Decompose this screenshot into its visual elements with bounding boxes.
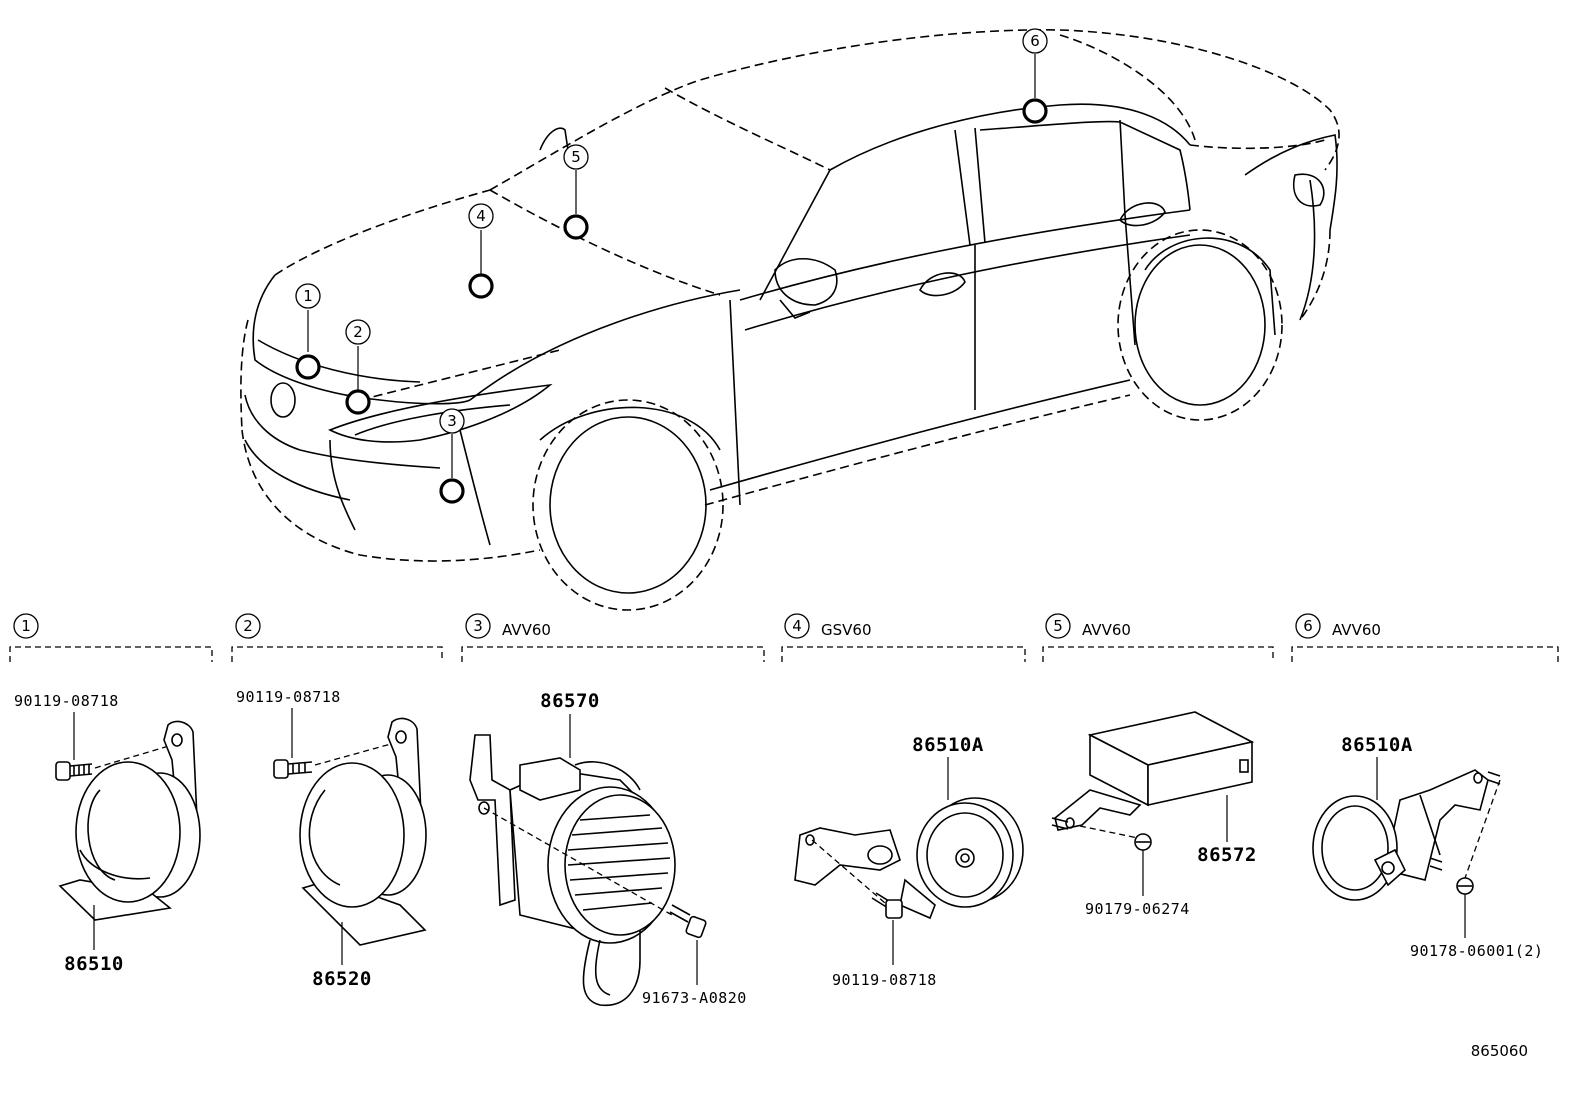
s5-nut-part-number: 90179-06274 — [1085, 900, 1190, 918]
section-5-module-assembly: 90179-06274 86572 — [1051, 711, 1257, 918]
location-ring-2 — [345, 389, 371, 415]
callout-3-label: 3 — [447, 412, 457, 430]
section-6-model: AVV60 — [1332, 621, 1381, 639]
section-4-horn-assembly: 86510A 90119-08718 — [794, 734, 1024, 989]
s5-module-part-number: 86572 — [1197, 844, 1257, 866]
s5-nut-icon — [1134, 833, 1152, 851]
callout-4-label: 4 — [476, 207, 486, 225]
section-4-badge — [784, 613, 810, 639]
s4-horn-part-number: 86510A — [912, 734, 984, 756]
location-ring-4 — [468, 273, 494, 299]
diagram-code: 865060 — [1471, 1042, 1528, 1060]
section-2-badge — [235, 613, 261, 639]
car-outline — [240, 29, 1340, 611]
section-3-unit-assembly: 86570 91673-A0820 — [469, 690, 747, 1007]
s1-bolt-icon — [55, 761, 93, 781]
section-3-badge — [465, 613, 491, 639]
callout-1 — [295, 283, 321, 309]
section-6-number: 6 — [1303, 617, 1313, 635]
section-1-horn-assembly: 90119-08718 86510 — [14, 692, 201, 975]
s3-unit-part-number: 86570 — [540, 690, 600, 712]
s2-horn-part-number: 86520 — [312, 968, 372, 990]
callout-5 — [563, 144, 589, 170]
location-ring-5 — [563, 214, 589, 240]
section-3-model: AVV60 — [502, 621, 551, 639]
section-5-badge — [1045, 613, 1071, 639]
s2-bolt-part-number: 90119-08718 — [236, 688, 341, 706]
s6-nut-icon — [1456, 877, 1474, 895]
s6-nut-part-number: 90178-06001(2) — [1410, 942, 1543, 960]
section-2-number: 2 — [243, 617, 253, 635]
s3-bolt-part-number: 91673-A0820 — [642, 989, 747, 1007]
s6-horn-part-number: 86510A — [1341, 734, 1413, 756]
callout-3 — [439, 408, 465, 434]
s1-horn-part-number: 86510 — [64, 953, 124, 975]
section-headers: 1 2 3 AVV60 4 GSV60 5 AVV60 6 AVV60 — [9, 613, 1559, 662]
callout-6-label: 6 — [1030, 32, 1040, 50]
section-1-badge — [13, 613, 39, 639]
callout-4 — [468, 203, 494, 229]
s4-bolt-icon — [871, 892, 903, 919]
section-1-number: 1 — [21, 617, 31, 635]
location-ring-6 — [1022, 98, 1048, 124]
section-4-model: GSV60 — [821, 621, 872, 639]
section-4-number: 4 — [792, 617, 802, 635]
s2-bolt-icon — [273, 759, 313, 779]
section-6-badge — [1295, 613, 1321, 639]
callout-2-label: 2 — [353, 323, 363, 341]
section-5-number: 5 — [1053, 617, 1063, 635]
car-callouts: 1 2 3 4 5 6 — [295, 28, 1048, 504]
location-ring-3 — [439, 478, 465, 504]
s1-bolt-part-number: 90119-08718 — [14, 692, 119, 710]
callout-6 — [1022, 28, 1048, 54]
s3-bolt-icon — [669, 904, 707, 939]
section-6-horn-assembly: 86510A 90178-06001(2) — [1312, 734, 1543, 960]
callout-1-label: 1 — [303, 287, 313, 305]
section-3-number: 3 — [473, 617, 483, 635]
callout-5-label: 5 — [571, 148, 581, 166]
section-5-model: AVV60 — [1082, 621, 1131, 639]
location-ring-1 — [295, 354, 321, 380]
s4-bolt-part-number: 90119-08718 — [832, 971, 937, 989]
callout-2 — [345, 319, 371, 345]
section-2-horn-assembly: 90119-08718 86520 — [236, 688, 427, 990]
